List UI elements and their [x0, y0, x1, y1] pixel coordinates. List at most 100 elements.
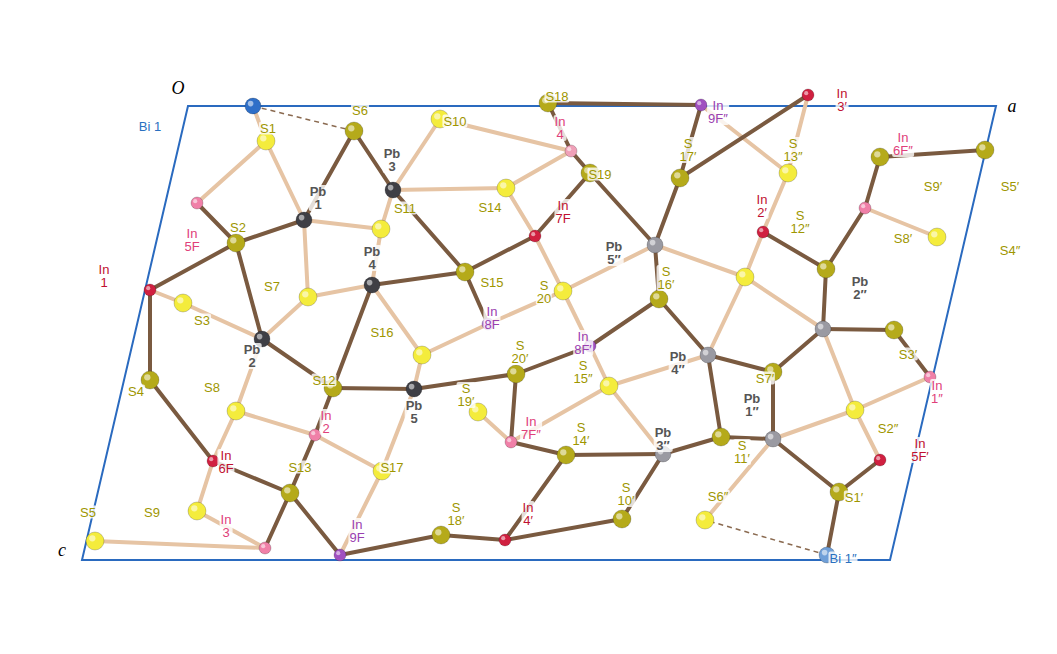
atom-label: In 6F″ — [892, 131, 914, 157]
atom-highlight — [531, 232, 535, 236]
atom-highlight — [146, 286, 150, 290]
atom-label: Pb 4 — [363, 245, 382, 271]
atom-highlight — [435, 529, 441, 535]
bond — [393, 188, 506, 190]
bond — [148, 290, 152, 380]
atom-highlight — [804, 91, 808, 95]
bond — [511, 386, 609, 442]
atom-sphere — [802, 89, 814, 101]
bond — [372, 285, 422, 355]
unit-cell — [82, 106, 996, 560]
atom-sphere — [647, 237, 663, 253]
atom-sphere — [144, 284, 156, 296]
atom-label: S5 — [79, 506, 97, 519]
atom-highlight — [979, 144, 985, 150]
atom-sphere — [86, 532, 104, 550]
atom-highlight — [348, 125, 354, 131]
atom-highlight — [191, 505, 197, 511]
atom-sphere — [885, 321, 903, 339]
atom-highlight — [888, 324, 894, 330]
bond — [441, 535, 505, 540]
bond — [590, 173, 655, 245]
atom-label: S2 — [229, 221, 247, 234]
bond — [372, 272, 465, 285]
atom-highlight — [89, 535, 95, 541]
atom-sphere — [736, 268, 754, 286]
atom-sphere — [406, 381, 422, 397]
atom-sphere — [507, 365, 525, 383]
atom-highlight — [409, 384, 415, 390]
atom-highlight — [782, 167, 788, 173]
bond — [290, 493, 340, 555]
bond — [773, 410, 855, 439]
atom-sphere — [227, 234, 245, 252]
bond — [827, 492, 839, 555]
atom-sphere — [174, 294, 192, 312]
atom-sphere — [372, 220, 390, 238]
atom-highlight — [507, 438, 511, 442]
atom-label: S4″ — [999, 244, 1022, 257]
bond — [197, 511, 265, 548]
bond — [304, 131, 354, 220]
bond — [333, 285, 372, 388]
atom-sphere — [499, 534, 511, 546]
bond — [236, 243, 262, 339]
bond — [333, 388, 414, 389]
bond — [773, 439, 839, 492]
atom-highlight — [557, 285, 563, 291]
atom-sphere — [299, 288, 317, 306]
atom-sphere — [345, 122, 363, 140]
atom-label: Pb 3″ — [654, 426, 673, 452]
atom-sphere — [191, 197, 203, 209]
atom-sphere — [696, 511, 714, 529]
atom-label: In 8F′ — [573, 330, 593, 356]
atom-label: In 4 — [554, 115, 567, 141]
atom-highlight — [311, 431, 315, 435]
atom-sphere — [650, 290, 668, 308]
atom-label: In 3′ — [836, 87, 849, 113]
atom-label: S 13″ — [782, 137, 803, 163]
atom-highlight — [510, 368, 516, 374]
atom-highlight — [302, 291, 308, 297]
atom-highlight — [739, 271, 745, 277]
atom-highlight — [434, 113, 440, 119]
bond — [708, 277, 745, 355]
atom-label: S13 — [287, 461, 312, 474]
axis-label: O — [171, 79, 186, 97]
atom-label: S7′ — [755, 372, 775, 385]
atom-highlight — [248, 101, 254, 107]
atom-label: S 11′ — [733, 439, 751, 465]
atom-sphere — [334, 549, 346, 561]
atom-highlight — [567, 147, 571, 151]
atom-label: In 9F″ — [707, 99, 729, 125]
atom-label: S1 — [259, 122, 277, 135]
atom-highlight — [501, 536, 505, 540]
atom-label: S4 — [127, 385, 145, 398]
atom-sphere — [757, 226, 769, 238]
atom-label: In 2 — [320, 409, 333, 435]
bond — [609, 355, 708, 386]
atom-highlight — [849, 404, 855, 410]
atom-highlight — [653, 293, 659, 299]
atom-highlight — [230, 405, 236, 411]
atom-sphere — [565, 145, 577, 157]
atom-highlight — [459, 266, 465, 272]
atom-label: In 5F′ — [910, 437, 930, 463]
atom-label: S 16′ — [657, 265, 676, 291]
atom-sphere — [779, 164, 797, 182]
bond — [535, 173, 590, 236]
bond — [705, 439, 773, 520]
atom-highlight — [257, 334, 263, 340]
atom-label: S19 — [587, 168, 612, 181]
atom-label: Pb 5″ — [605, 240, 624, 266]
atom-sphere — [557, 446, 575, 464]
atom-label: S 17′ — [679, 137, 698, 163]
atom-label: In 8F — [483, 305, 500, 331]
atom-sphere — [765, 431, 781, 447]
atom-label: S 20′ — [511, 339, 530, 365]
atom-highlight — [822, 550, 828, 556]
atom-sphere — [257, 132, 275, 150]
atom-highlight — [674, 172, 680, 178]
bond — [855, 377, 930, 410]
atom-sphere — [871, 148, 889, 166]
